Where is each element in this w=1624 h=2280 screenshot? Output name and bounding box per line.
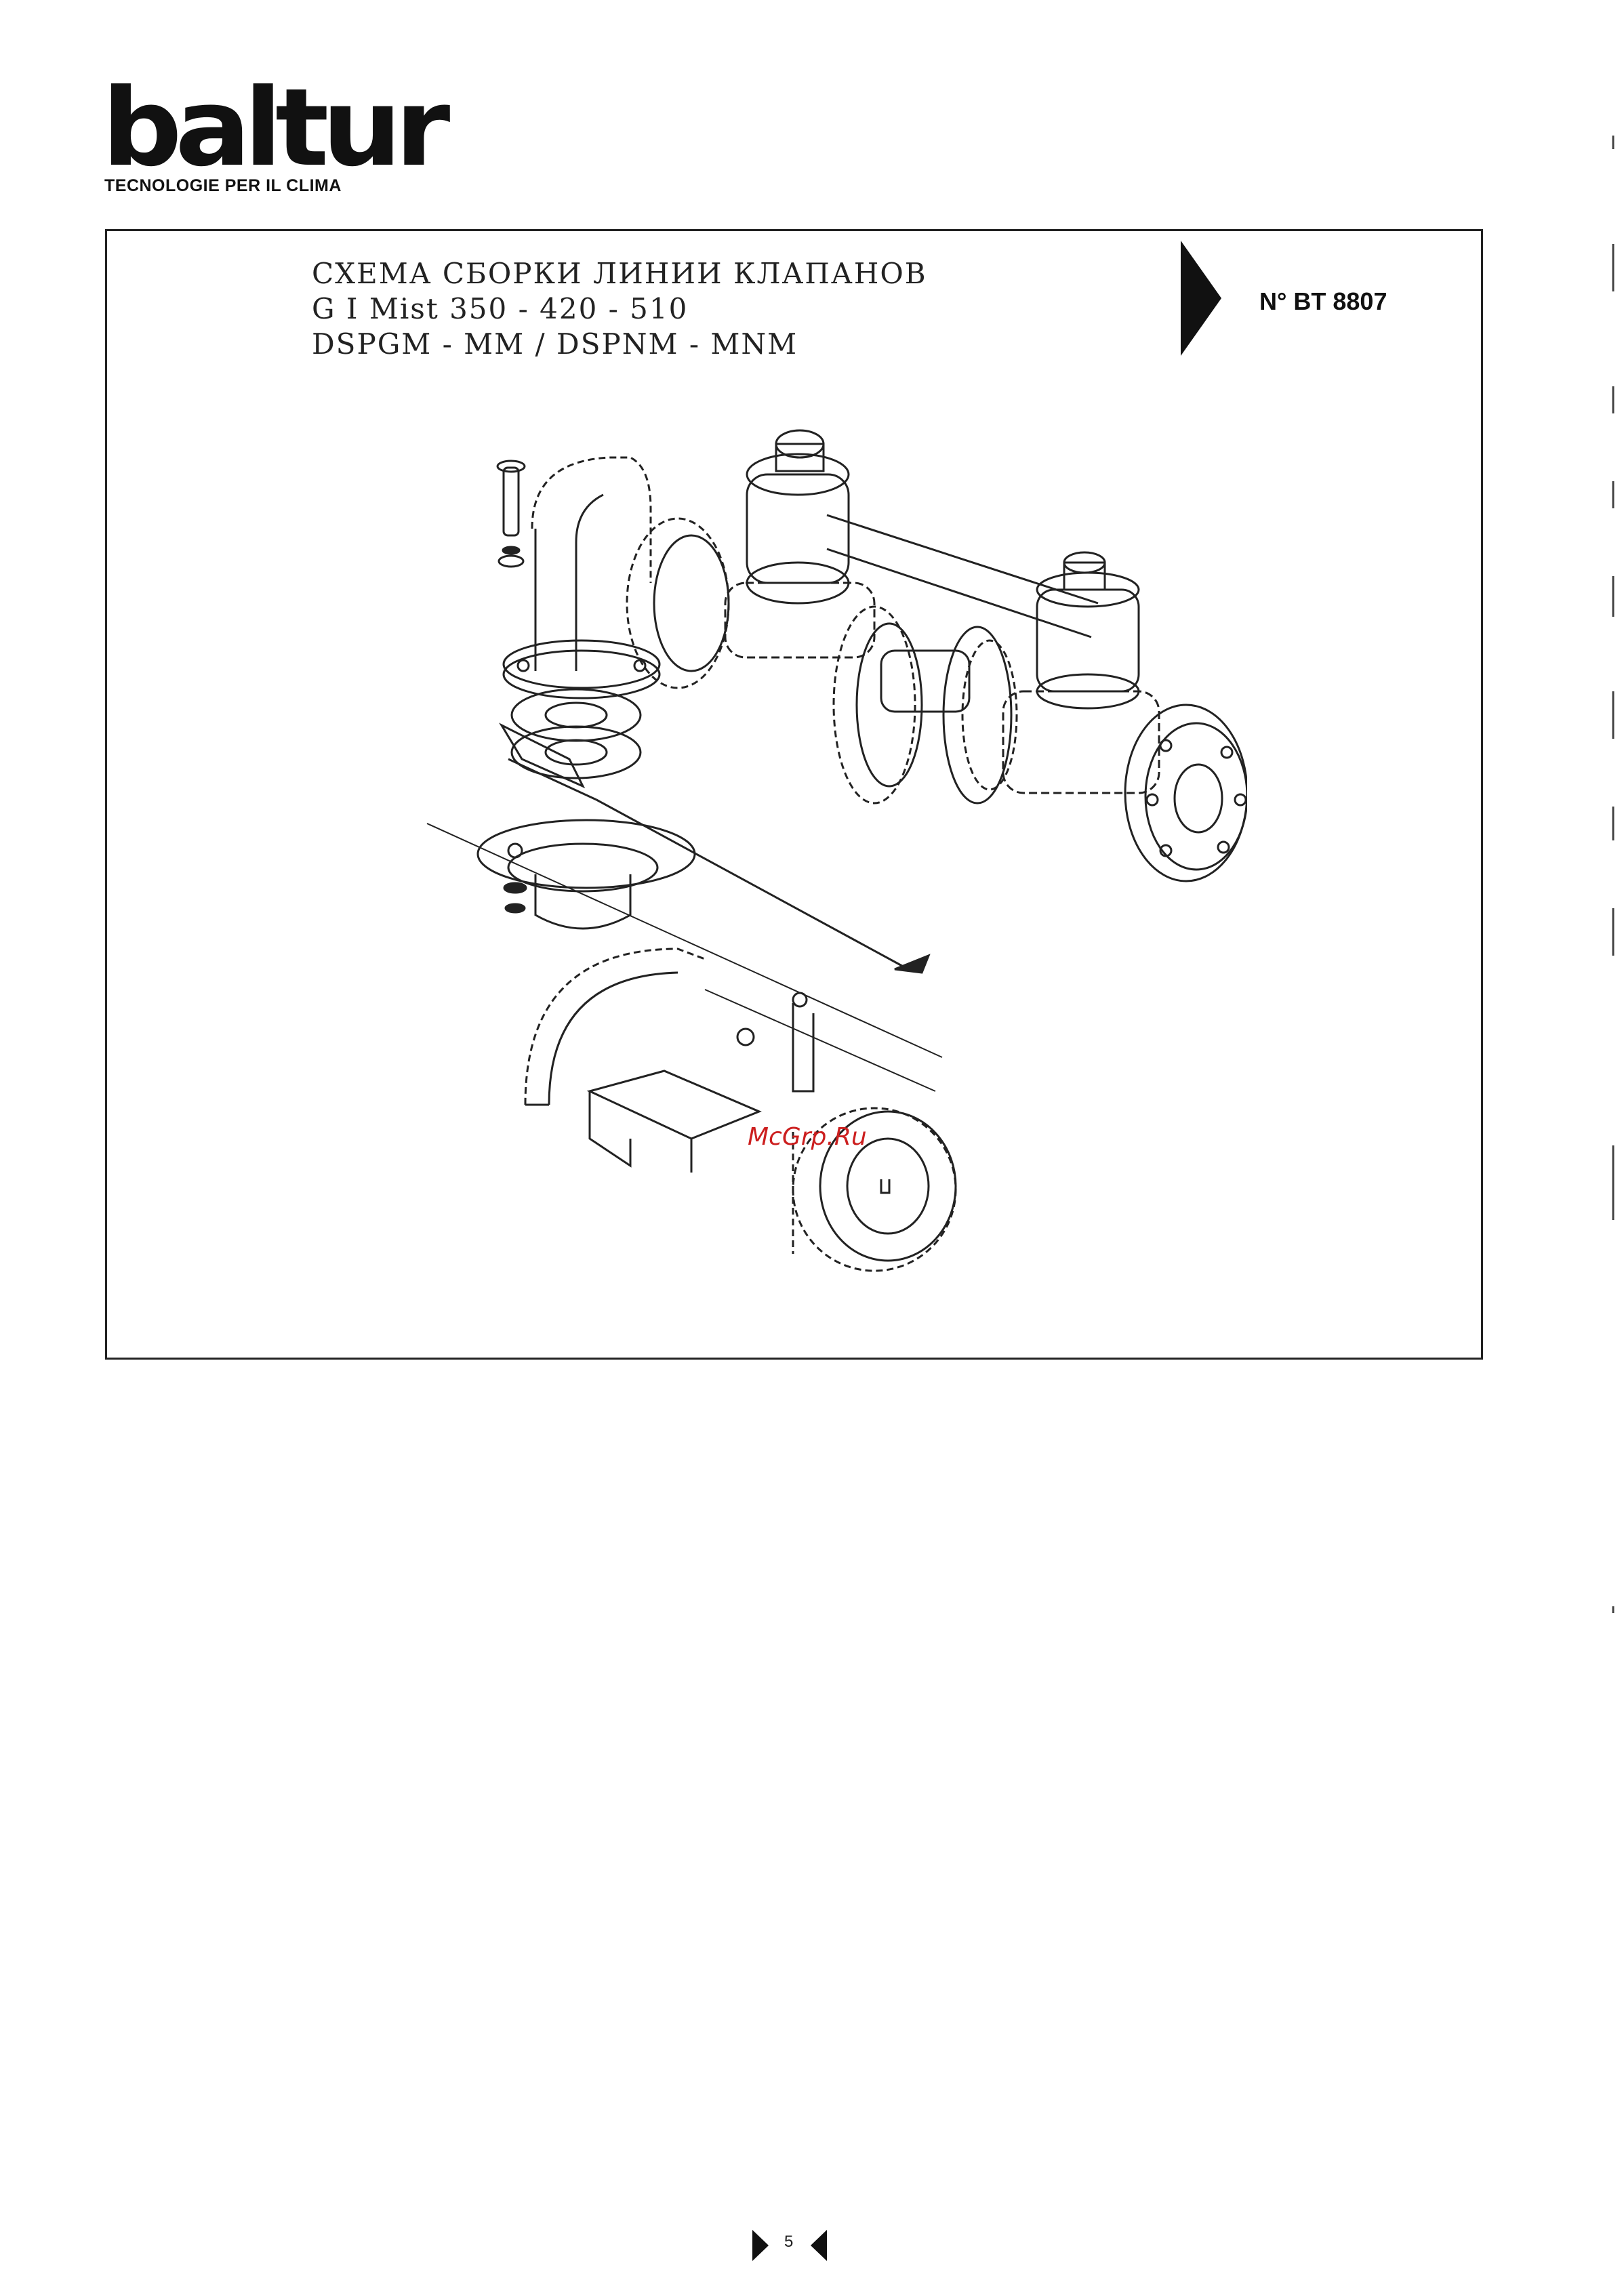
motor-part (590, 1071, 956, 1271)
title-line-3: DSPGM - MM / DSPNM - MNM (312, 327, 927, 362)
elbow-pipe-part (504, 457, 659, 698)
title-line-1: СХЕМА СБОРКИ ЛИНИИ КЛАПАНОВ (312, 256, 927, 291)
page-number: 5 (784, 2233, 793, 2252)
document-arrow-icon (1181, 241, 1221, 356)
bolt-part (498, 461, 525, 567)
ignition-rod-part (596, 800, 929, 1091)
first-solenoid-valve-part (627, 430, 1098, 688)
valve-train-assembly-drawing (407, 407, 1247, 1301)
brand-tagline: TECNOLOGIE PER IL CLIMA (104, 176, 342, 196)
baltur-logo: baltur TECNOLOGIE PER IL CLIMA (102, 75, 400, 197)
document-title-block: СХЕМА СБОРКИ ЛИНИИ КЛАПАНОВ G I Mist 350… (312, 256, 927, 362)
page-number-indicator: 5 (746, 2228, 834, 2262)
scan-edge-marks (1606, 129, 1620, 1755)
fan-shroud-part (525, 949, 705, 1105)
gasket-stack-part (478, 689, 695, 929)
document-number: N° BT 8807 (1259, 287, 1387, 316)
title-line-2: G I Mist 350 - 420 - 510 (312, 291, 927, 327)
second-solenoid-valve-part (1003, 552, 1159, 793)
middle-flange-part (834, 607, 1017, 803)
brand-wordmark: baltur (102, 75, 443, 182)
watermark-text: McGrp.Ru (748, 1123, 867, 1151)
